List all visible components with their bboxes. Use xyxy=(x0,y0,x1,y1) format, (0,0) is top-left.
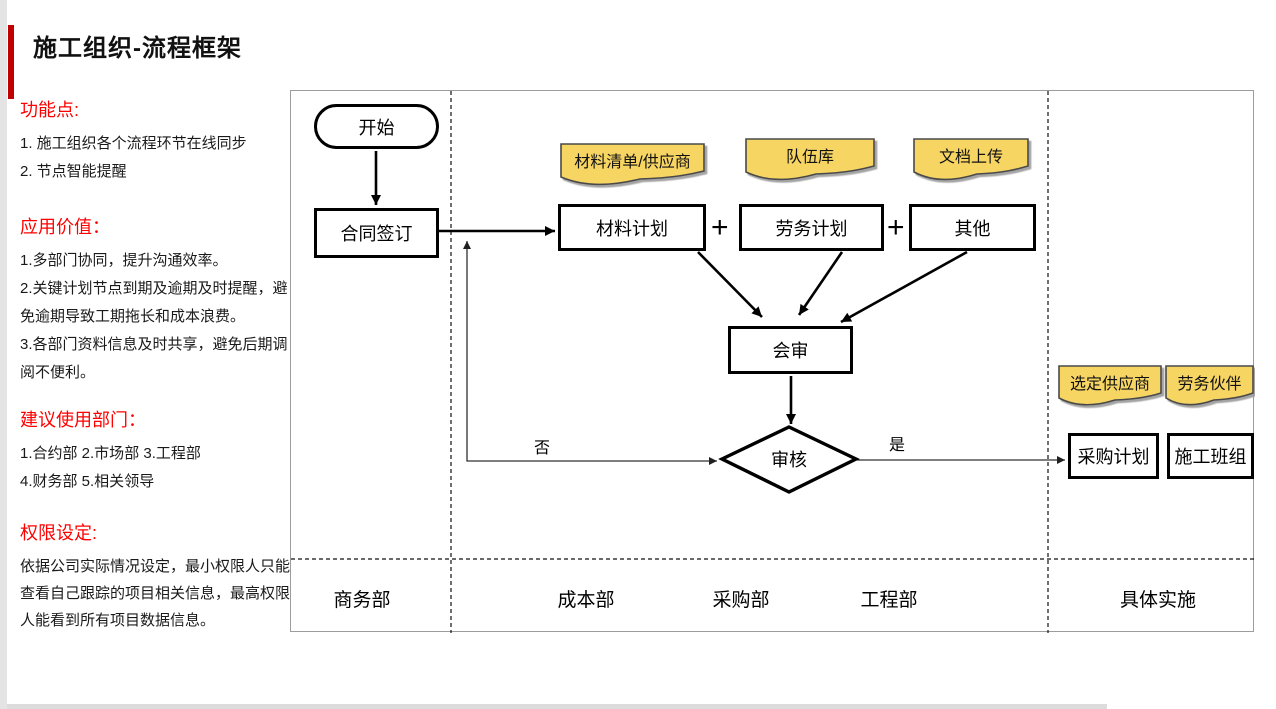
sidebar-section-value: 应用价值： 1.多部门协同，提升沟通效率。 2.关键计划节点到期及逾期及时提醒，… xyxy=(20,213,290,387)
plus-operator-2: + xyxy=(887,211,905,244)
note-material-list: 材料清单/供应商 xyxy=(574,154,691,171)
section-heading: 权限设定: xyxy=(20,523,98,543)
lane-label-cost-dept: 成本部 xyxy=(557,590,615,611)
flow-connectors-svg xyxy=(291,91,1255,633)
note-labor-partner: 劳务伙伴 xyxy=(1177,376,1242,393)
section-item: 1.多部门协同，提升沟通效率。 xyxy=(20,252,228,269)
note-doc-upload: 文档上传 xyxy=(938,149,1003,166)
note-shape-material-list xyxy=(560,143,705,186)
node-other: 其他 xyxy=(909,204,1036,251)
note-shape-selected-supplier xyxy=(1058,365,1162,406)
note-shape-labor-partner xyxy=(1165,365,1254,406)
section-item: 2. 节点智能提醒 xyxy=(20,163,127,180)
window-edge-left xyxy=(0,0,7,709)
arrow-material-to-joint-review xyxy=(697,251,763,318)
section-item: 1.合约部 2.市场部 3.工程部 xyxy=(20,445,201,462)
branch-label-no: 否 xyxy=(534,440,551,457)
sidebar-section-features: 功能点: 1. 施工组织各个流程环节在线同步 2. 节点智能提醒 xyxy=(20,96,290,186)
sidebar-section-permissions: 权限设定: 依据公司实际情况设定，最小权限人只能 查看自己跟踪的项目相关信息，最… xyxy=(20,519,290,634)
section-heading: 建议使用部门： xyxy=(20,410,146,430)
node-joint-review: 会审 xyxy=(728,326,853,374)
node-contract-signing: 合同签订 xyxy=(314,208,439,258)
section-item: 2.关键计划节点到期及逾期及时提醒，避 免逾期导致工期拖长和成本浪费。 xyxy=(20,280,288,325)
lane-label-procurement-dept: 采购部 xyxy=(712,590,770,611)
window-edge-bottom xyxy=(7,704,1107,709)
plus-operator-1: + xyxy=(711,211,729,244)
section-item: 3.各部门资料信息及时共享，避免后期调 阅不便利。 xyxy=(20,336,288,381)
node-start: 开始 xyxy=(314,104,439,149)
section-heading: 应用价值： xyxy=(20,217,110,237)
section-item: 4.财务部 5.相关领导 xyxy=(20,473,155,490)
lane-label-engineering-dept: 工程部 xyxy=(860,590,918,611)
arrow-review-no-feedback xyxy=(463,241,717,465)
note-team-library: 队伍库 xyxy=(785,149,834,166)
lane-label-implementation: 具体实施 xyxy=(1119,590,1197,611)
node-purchase-plan: 采购计划 xyxy=(1068,433,1159,479)
arrow-other-to-joint-review xyxy=(840,250,968,324)
title-accent-bar xyxy=(8,25,14,99)
page-title: 施工组织-流程框架 xyxy=(33,35,242,62)
branch-label-yes: 是 xyxy=(889,437,906,454)
section-item: 1. 施工组织各个流程环节在线同步 xyxy=(20,135,247,152)
node-labor-plan: 劳务计划 xyxy=(739,204,884,251)
section-heading: 功能点: xyxy=(20,100,80,120)
node-review-label: 审核 xyxy=(771,450,807,470)
note-selected-supplier: 选定供应商 xyxy=(1069,376,1150,393)
sidebar-section-departments: 建议使用部门： 1.合约部 2.市场部 3.工程部 4.财务部 5.相关领导 xyxy=(20,406,290,496)
section-item: 依据公司实际情况设定，最小权限人只能 查看自己跟踪的项目相关信息，最高权限 人能… xyxy=(20,558,291,629)
node-material-plan: 材料计划 xyxy=(558,204,706,251)
flowchart-canvas: 开始 合同签订 材料计划 劳务计划 其他 + + 会审 审核 采购计划 施工班组… xyxy=(290,90,1255,633)
note-shape-team-library xyxy=(745,138,875,181)
node-construction-team: 施工班组 xyxy=(1167,433,1254,479)
arrow-labor-to-joint-review xyxy=(797,251,844,316)
lane-label-business-dept: 商务部 xyxy=(333,590,391,611)
review-diamond-shape xyxy=(718,425,860,494)
note-shape-doc-upload xyxy=(913,138,1029,181)
